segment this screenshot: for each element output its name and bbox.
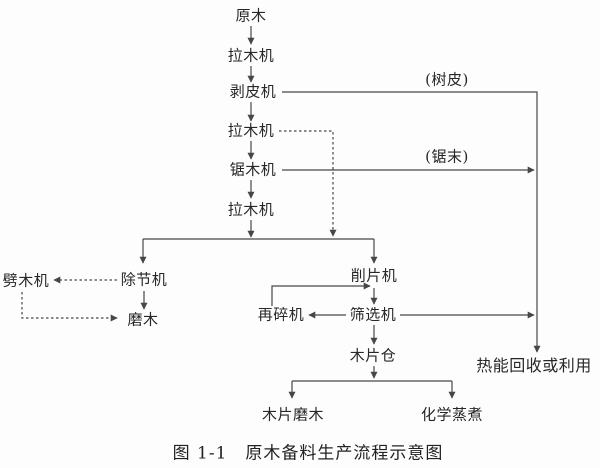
- node-rechipper: 再碎机: [257, 305, 305, 324]
- node-raw-log: 原木: [235, 6, 267, 25]
- label-bark: (树皮): [425, 70, 469, 89]
- figure-caption: 图 1-1 原木备料生产流程示意图: [172, 443, 444, 464]
- edge-bark-to-heat-recovery: [282, 91, 541, 353]
- node-log-hauler-2: 拉木机: [227, 121, 275, 140]
- node-sawing-machine: 锯木机: [229, 160, 277, 179]
- node-log-hauler-3: 拉木机: [227, 200, 275, 219]
- node-heat-recovery: 热能回收或利用: [476, 356, 592, 375]
- node-chipper: 削片机: [350, 266, 398, 285]
- node-chip-grinding: 木片磨木: [261, 405, 325, 424]
- node-debarker: 剥皮机: [229, 82, 277, 101]
- edge-hauler2-bypass-dashed: [279, 130, 337, 237]
- node-knot-remover: 除节机: [120, 270, 168, 289]
- edge-rechipper-return: [271, 282, 371, 306]
- node-wood-splitter: 劈木机: [2, 271, 50, 290]
- node-log-hauler-1: 拉木机: [227, 46, 275, 65]
- node-wood-grinding: 磨木: [127, 310, 159, 329]
- node-chip-bin: 木片仓: [349, 346, 397, 365]
- node-screening-machine: 筛选机: [349, 305, 397, 324]
- edge-splitter-to-grinding-dashed: [21, 292, 118, 322]
- label-sawdust: (锯末): [425, 147, 469, 166]
- node-chemical-cooking: 化学蒸煮: [420, 405, 484, 424]
